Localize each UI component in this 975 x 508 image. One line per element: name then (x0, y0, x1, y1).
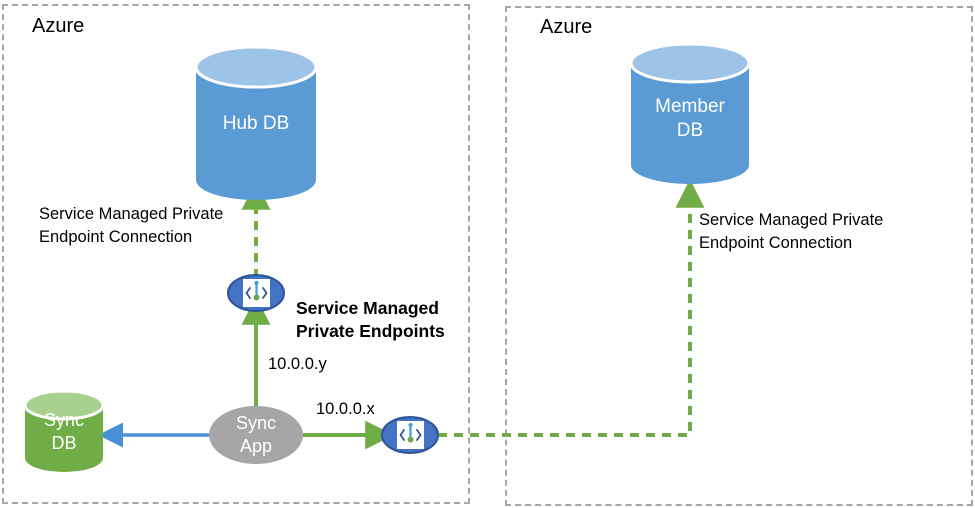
azure-zone-left (2, 4, 470, 504)
member-db-node[interactable] (629, 42, 751, 184)
hub-db-node[interactable] (194, 45, 318, 200)
sync-db-node[interactable] (23, 389, 105, 472)
private-link-icon (243, 279, 270, 307)
edge-pe-member-to-memberdb (438, 179, 705, 437)
member-connection-label: Service Managed Private Endpoint Connect… (699, 211, 884, 252)
sync-app-node[interactable] (209, 406, 303, 464)
azure-zone-right-label: Azure (540, 16, 593, 38)
ip-label-hub: 10.0.0.y (268, 355, 327, 373)
service-managed-private-endpoints-label: Service Managed Private Endpoints (296, 298, 445, 341)
hub-connection-label: Service Managed Private Endpoint Connect… (39, 205, 224, 246)
private-link-icon (397, 421, 424, 449)
ip-label-member: 10.0.0.x (316, 400, 375, 418)
azure-zone-left-label: Azure (32, 15, 85, 37)
azure-zone-right (505, 6, 973, 506)
